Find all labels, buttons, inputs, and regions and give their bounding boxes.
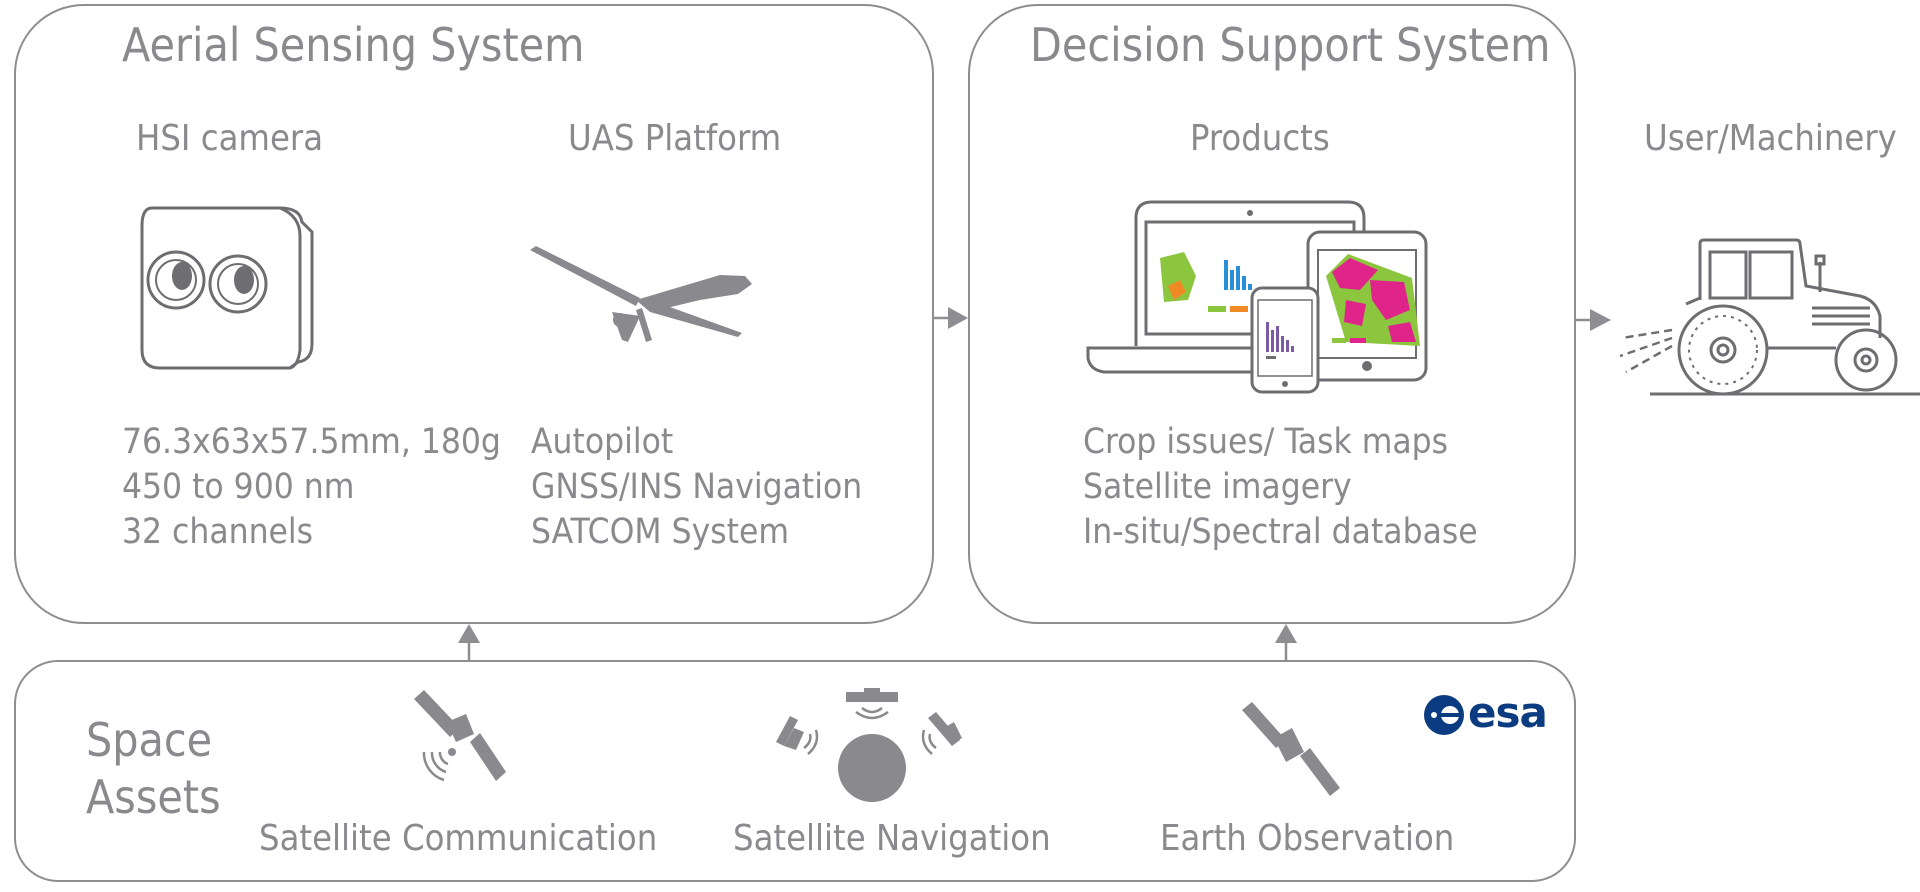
uas-spec-navigation: GNSS/INS Navigation: [531, 467, 863, 507]
decision-support-system-box: [968, 4, 1576, 624]
spray-lines: [1619, 328, 1673, 374]
esa-logo-mark: [1424, 695, 1464, 735]
space-title-line1: Space: [86, 713, 213, 767]
decision-support-title: Decision Support System: [1030, 18, 1551, 72]
arrow-aerial-to-dss: [934, 307, 968, 329]
uas-spec-autopilot: Autopilot: [531, 422, 674, 462]
space-assets-box: [14, 660, 1576, 882]
earth-observation-satellite-icon: [1242, 702, 1340, 796]
hsi-specs: 76.3x63x57.5mm, 180g 450 to 900 nm 32 ch…: [122, 420, 501, 555]
hsi-camera-label: HSI camera: [136, 118, 324, 159]
satellite-communication-label: Satellite Communication: [259, 818, 658, 859]
space-assets-title: Space Assets: [86, 712, 221, 826]
devices-icon: [1086, 200, 1428, 394]
uas-platform-label: UAS Platform: [568, 118, 782, 159]
products-specs: Crop issues/ Task maps Satellite imagery…: [1083, 420, 1478, 555]
products-label: Products: [1190, 118, 1330, 159]
space-title-line2: Assets: [86, 770, 221, 824]
aerial-sensing-title: Aerial Sensing System: [122, 18, 585, 72]
navigation-satellites-icon: [776, 688, 962, 802]
product-satellite-imagery: Satellite imagery: [1083, 467, 1352, 507]
earth-observation-label: Earth Observation: [1160, 818, 1455, 859]
esa-logo: esa: [1424, 688, 1548, 738]
arrow-space-to-aerial: [458, 624, 480, 660]
product-crop-issues: Crop issues/ Task maps: [1083, 422, 1449, 462]
hsi-spec-range: 450 to 900 nm: [122, 467, 355, 507]
esa-logo-text: esa: [1468, 688, 1548, 737]
arrow-dss-to-user: [1576, 309, 1611, 331]
tractor-icon: [1650, 238, 1920, 396]
arrows: [458, 307, 1611, 660]
uas-specs: Autopilot GNSS/INS Navigation SATCOM Sys…: [531, 420, 862, 555]
satellite-navigation-label: Satellite Navigation: [733, 818, 1051, 859]
arrow-space-to-dss: [1275, 624, 1297, 660]
product-spectral-database: In-situ/Spectral database: [1083, 512, 1478, 552]
hsi-spec-size: 76.3x63x57.5mm, 180g: [122, 422, 501, 462]
aerial-sensing-system-box: [14, 4, 934, 624]
hsi-spec-channels: 32 channels: [122, 512, 314, 552]
uas-drone-icon: [530, 246, 752, 342]
communication-satellite-icon: [414, 690, 506, 782]
uas-spec-satcom: SATCOM System: [531, 512, 790, 552]
user-machinery-label: User/Machinery: [1644, 118, 1897, 159]
hsi-camera-icon: [140, 206, 314, 370]
